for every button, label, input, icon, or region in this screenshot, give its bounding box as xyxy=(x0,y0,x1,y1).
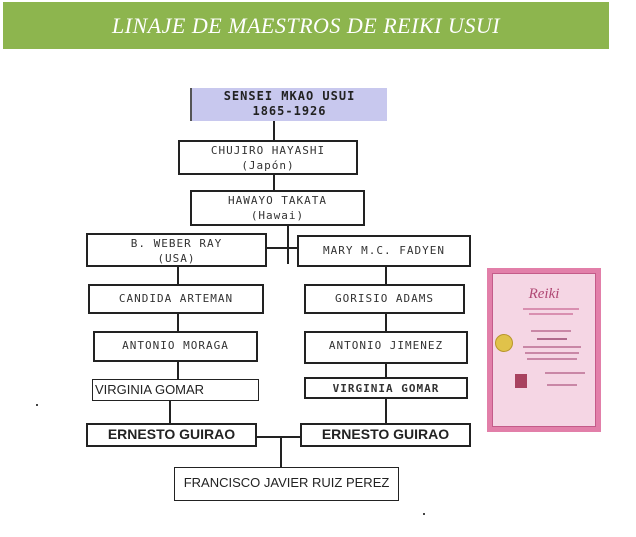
node-virginia-gomar-left: VIRGINIA GOMAR xyxy=(92,379,259,401)
node-candida-arteman-name: CANDIDA ARTEMAN xyxy=(118,292,234,305)
connector-split-horizontal xyxy=(267,247,298,249)
node-gorisio-adams: GORISIO ADAMS xyxy=(304,284,465,314)
connector-takata-split xyxy=(287,226,289,264)
node-usui-name: SENSEI MKAO USUI xyxy=(223,89,356,103)
connector-right-1 xyxy=(385,267,387,285)
connector-left-2 xyxy=(177,313,179,332)
certificate-line xyxy=(529,313,573,315)
stray-mark xyxy=(423,513,425,515)
node-virginia-gomar-right: VIRGINIA GOMAR xyxy=(304,377,468,399)
certificate-line xyxy=(525,352,579,354)
node-antonio-moraga-name: ANTONIO MORAGA xyxy=(122,339,229,352)
certificate-title: Reiki xyxy=(528,286,560,302)
node-hayashi: CHUJIRO HAYASHI (Japón) xyxy=(178,140,358,175)
connector-left-4 xyxy=(169,400,171,424)
node-weber-ray: B. WEBER RAY (USA) xyxy=(86,233,267,267)
certificate-line xyxy=(523,308,579,310)
connector-bottom-horizontal xyxy=(257,436,302,438)
node-mary-fadyen-name: MARY M.C. FADYEN xyxy=(323,244,445,257)
node-takata: HAWAYO TAKATA (Hawai) xyxy=(190,190,365,226)
node-mary-fadyen: MARY M.C. FADYEN xyxy=(297,235,471,267)
certificate-line xyxy=(527,358,577,360)
node-virginia-gomar-left-name: VIRGINIA GOMAR xyxy=(95,382,205,397)
certificate-line xyxy=(537,338,567,340)
node-usui: SENSEI MKAO USUI 1865-1926 xyxy=(190,88,387,121)
reiki-certificate-image: Reiki xyxy=(487,268,601,432)
node-ernesto-guirao-right-name: ERNESTO GUIRAO xyxy=(321,426,450,442)
node-ernesto-guirao-left-name: ERNESTO GUIRAO xyxy=(107,426,236,442)
node-takata-name: HAWAYO TAKATA xyxy=(227,194,328,207)
certificate-text-lines xyxy=(523,308,585,386)
node-ernesto-guirao-left: ERNESTO GUIRAO xyxy=(86,423,257,447)
node-antonio-jimenez: ANTONIO JIMENEZ xyxy=(304,331,468,364)
connector-right-3 xyxy=(385,363,387,377)
node-takata-country: (Hawai) xyxy=(250,209,305,222)
node-ernesto-guirao-right: ERNESTO GUIRAO xyxy=(300,423,471,447)
connector-left-1 xyxy=(177,267,179,285)
certificate-paper: Reiki xyxy=(492,273,596,427)
connector-usui-hayashi xyxy=(273,120,275,140)
connector-to-final xyxy=(280,437,282,467)
certificate-line xyxy=(547,384,577,386)
node-weber-ray-country: (USA) xyxy=(157,252,196,265)
connector-right-4 xyxy=(385,398,387,424)
node-virginia-gomar-right-name: VIRGINIA GOMAR xyxy=(332,382,440,395)
connector-hayashi-takata xyxy=(273,174,275,190)
certificate-line xyxy=(531,330,571,332)
certificate-line xyxy=(545,372,585,374)
node-antonio-jimenez-name: ANTONIO JIMENEZ xyxy=(328,339,444,352)
node-usui-years: 1865-1926 xyxy=(252,104,327,118)
page-title: LINAJE DE MAESTROS DE REIKI USUI xyxy=(111,12,501,38)
stray-mark xyxy=(36,404,38,406)
certificate-line xyxy=(523,346,581,348)
node-candida-arteman: CANDIDA ARTEMAN xyxy=(88,284,264,314)
node-francisco-ruiz-name: FRANCISCO JAVIER RUIZ PEREZ xyxy=(183,475,390,490)
node-weber-ray-name: B. WEBER RAY xyxy=(130,237,223,250)
node-gorisio-adams-name: GORISIO ADAMS xyxy=(334,292,435,305)
title-banner: LINAJE DE MAESTROS DE REIKI USUI xyxy=(3,2,609,49)
certificate-stamp-icon xyxy=(515,374,527,388)
connector-right-2 xyxy=(385,313,387,332)
certificate-seal-icon xyxy=(495,334,513,352)
node-antonio-moraga: ANTONIO MORAGA xyxy=(93,331,258,362)
node-francisco-ruiz: FRANCISCO JAVIER RUIZ PEREZ xyxy=(174,467,399,501)
node-hayashi-name: CHUJIRO HAYASHI xyxy=(210,144,326,157)
connector-left-3 xyxy=(177,361,179,380)
node-hayashi-country: (Japón) xyxy=(241,159,295,172)
